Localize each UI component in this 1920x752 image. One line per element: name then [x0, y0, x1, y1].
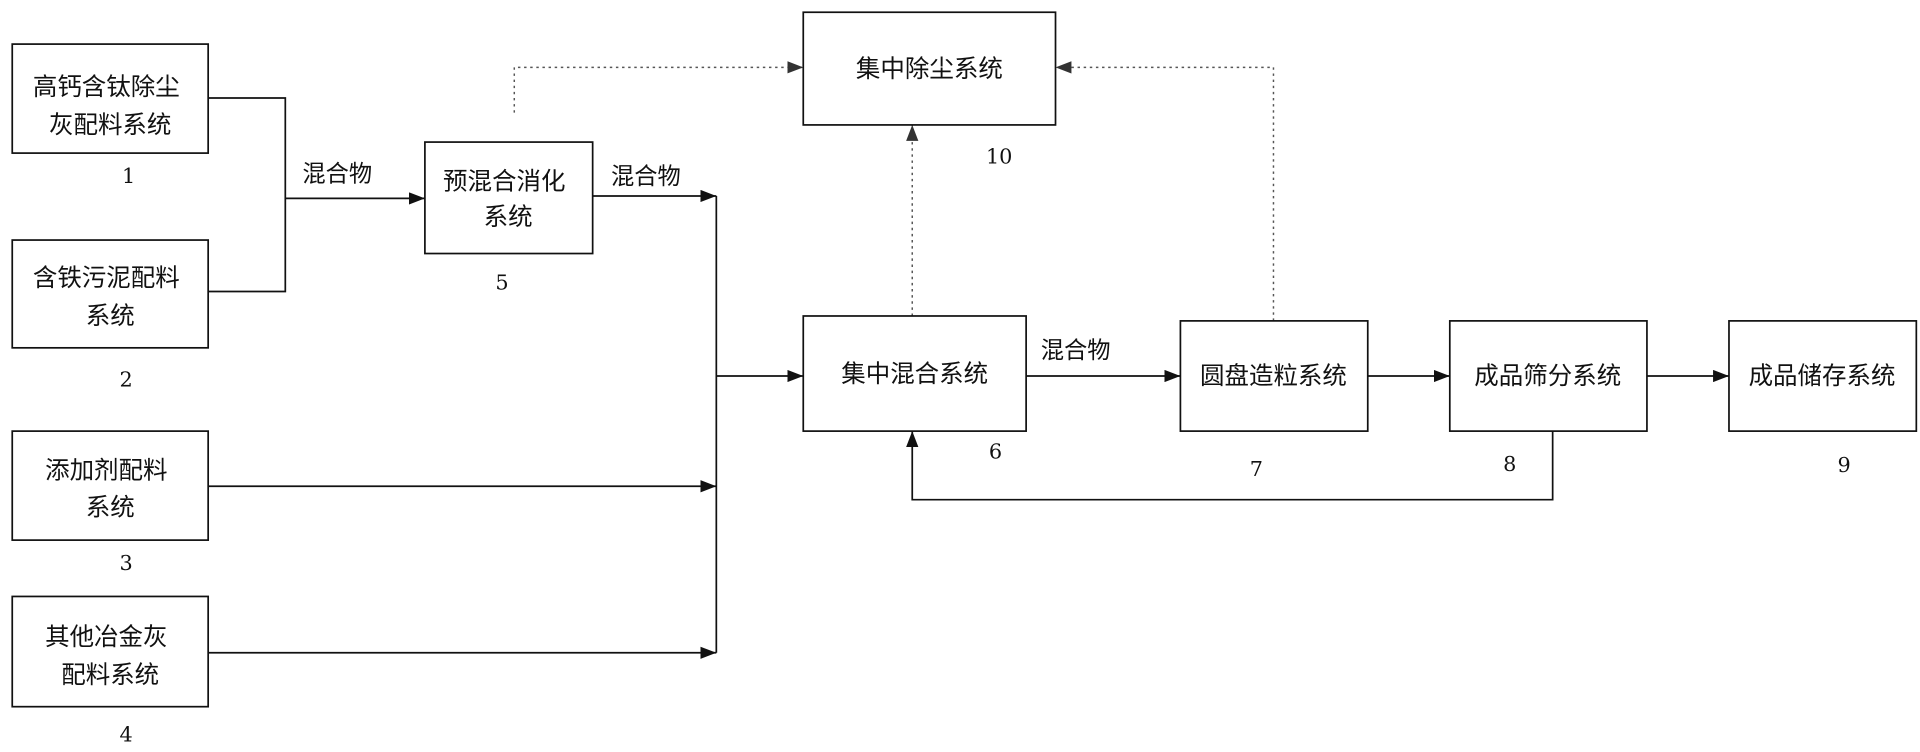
node-10-box: [802, 11, 1057, 126]
node-3-additive-batching: 添加剂配料 系统 3: [11, 430, 210, 575]
dust-arrow-n7-to-n10: [1055, 61, 1275, 321]
node-8-label: 成品筛分系统: [1474, 361, 1621, 390]
node-4-box: [11, 595, 210, 708]
dust-arrow-n5-to-n10: [513, 61, 804, 113]
node-9-number: 9: [1837, 453, 1850, 477]
node-2-line-1: 含铁污泥配料: [33, 263, 180, 292]
node-3-label: 添加剂配料 系统: [45, 455, 175, 521]
node-3-box: [11, 430, 210, 541]
node-10-label: 集中除尘系统: [856, 53, 1003, 82]
node-6-number: 6: [989, 440, 1002, 464]
node-2-number: 2: [120, 367, 133, 391]
node-1-high-calcium-dust-batching: 高钙含钛除尘 灰配料系统 1: [11, 43, 210, 188]
node-5-line-1: 预混合消化: [443, 166, 565, 195]
node-6-box: [802, 315, 1027, 432]
node-2-box: [11, 239, 210, 349]
node-4-label: 其他冶金灰 配料系统: [45, 622, 175, 689]
node-8-number: 8: [1503, 452, 1516, 476]
node-8-product-screening: 成品筛分系统 8: [1448, 320, 1648, 476]
node-7-disc-pelletizing: 圆盘造粒系统 7: [1179, 320, 1369, 481]
node-5-number: 5: [495, 271, 508, 295]
node-5-label: 预混合消化 系统: [443, 166, 573, 231]
node-7-number: 7: [1250, 457, 1263, 481]
node-2-iron-sludge-batching: 含铁污泥配料 系统 2: [11, 239, 210, 391]
node-7-label: 圆盘造粒系统: [1200, 361, 1347, 390]
node-6-central-mixing: 集中混合系统 6: [802, 315, 1027, 464]
node-2-label: 含铁污泥配料 系统: [33, 263, 188, 330]
node-5-premix-digestion: 预混合消化 系统 5: [424, 141, 594, 295]
node-1-box: [11, 43, 210, 154]
node-6-line-1: 集中混合系统: [841, 358, 988, 387]
connector-n1-n2-merge: [208, 97, 287, 293]
node-3-line-1: 添加剂配料: [45, 455, 167, 484]
node-5-line-2: 系统: [484, 202, 533, 231]
node-4-line-2: 配料系统: [61, 660, 159, 689]
node-3-number: 3: [120, 551, 133, 575]
node-5-box: [424, 141, 594, 255]
node-10-number: 10: [986, 144, 1012, 168]
node-1-label: 高钙含钛除尘 灰配料系统: [33, 72, 188, 139]
node-4-other-metallurgical-ash-batching: 其他冶金灰 配料系统 4: [11, 595, 210, 747]
node-9-label: 成品储存系统: [1749, 361, 1896, 390]
node-8-line-1: 成品筛分系统: [1474, 361, 1621, 390]
edge-label-premix-out: 混合物: [611, 163, 681, 190]
node-10-central-dust-removal: 集中除尘系统 10: [802, 11, 1057, 168]
node-9-box: [1728, 320, 1918, 432]
node-1-number: 1: [122, 164, 135, 188]
node-1-line-2: 灰配料系统: [49, 110, 171, 139]
node-6-label: 集中混合系统: [841, 358, 988, 387]
edge-label-to-premix: 混合物: [302, 161, 372, 188]
node-7-line-1: 圆盘造粒系统: [1200, 361, 1347, 390]
node-1-line-1: 高钙含钛除尘: [33, 72, 180, 101]
node-9-line-1: 成品储存系统: [1749, 361, 1896, 390]
node-10-line-1: 集中除尘系统: [856, 53, 1003, 82]
edge-label-mix-to-pelletizer: 混合物: [1041, 337, 1111, 364]
node-4-line-1: 其他冶金灰: [45, 622, 167, 651]
node-8-box: [1448, 320, 1648, 432]
node-3-line-2: 系统: [86, 492, 135, 521]
node-4-number: 4: [120, 723, 133, 747]
node-2-line-2: 系统: [86, 301, 135, 330]
arrow-n8-return-to-n6: [906, 431, 1554, 501]
node-7-box: [1179, 320, 1369, 432]
node-9-product-storage: 成品储存系统 9: [1728, 320, 1918, 477]
